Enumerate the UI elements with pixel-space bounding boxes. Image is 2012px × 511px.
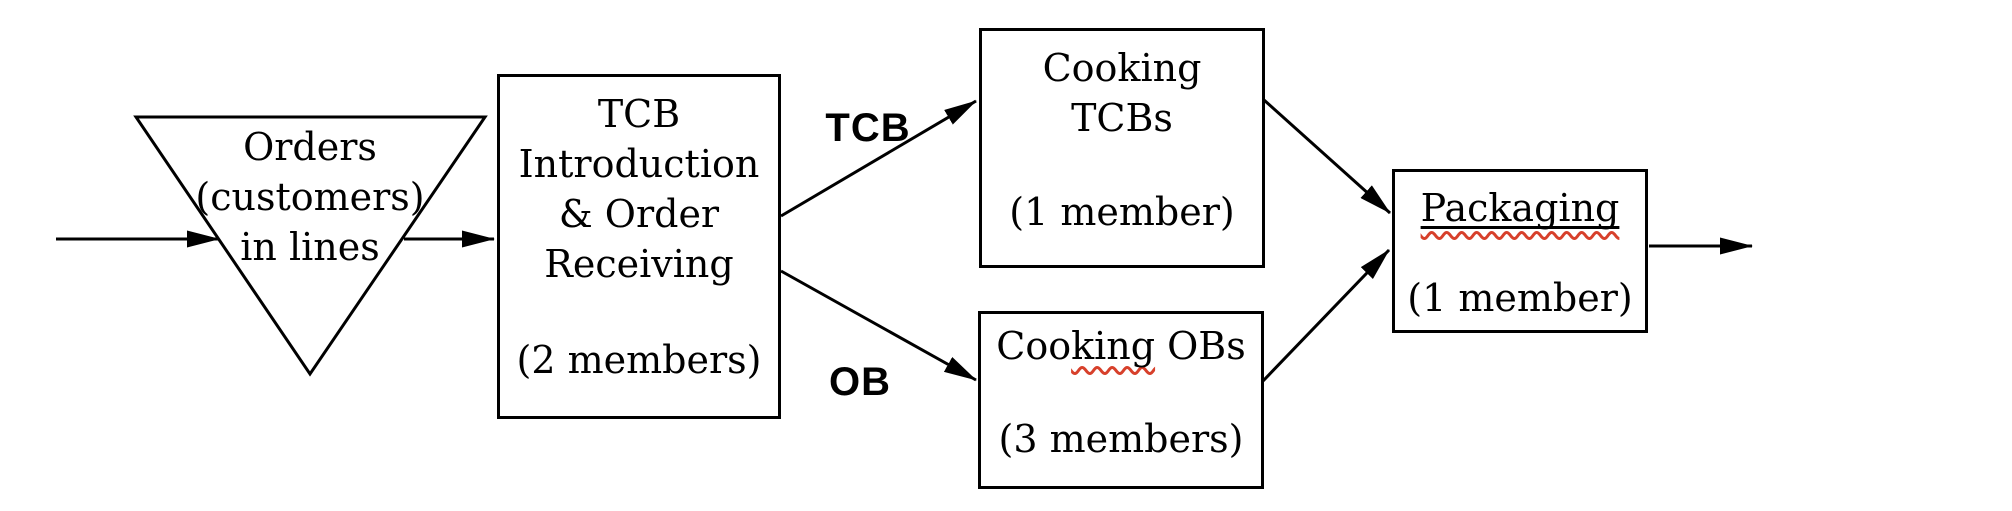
tcb-branch-label: TCB bbox=[825, 106, 911, 150]
order-receiving-line1: TCB bbox=[597, 92, 681, 136]
orders-queue-line1: Orders bbox=[243, 125, 377, 169]
flow-arrow-tcb-branch bbox=[780, 99, 977, 218]
cooking-obs-title-part1: Coo bbox=[996, 324, 1072, 368]
cooking-tcbs-line1: Cooking bbox=[1042, 46, 1202, 90]
orders-queue-label: Orders (customers) in lines bbox=[140, 122, 480, 272]
packaging-box: Packaging (1 member) bbox=[1392, 169, 1648, 333]
cooking-obs-members: (3 members) bbox=[998, 417, 1244, 461]
cooking-tcbs-box: Cooking TCBs (1 member) bbox=[979, 28, 1265, 268]
spacer bbox=[1395, 233, 1645, 273]
flow-arrow-tcbs-to-packaging bbox=[1262, 98, 1392, 215]
ob-branch-label: OB bbox=[829, 360, 891, 404]
flow-arrow-obs-to-packaging bbox=[1261, 248, 1391, 383]
cooking-obs-title: Cooking OBs bbox=[996, 321, 1246, 371]
spacer bbox=[500, 289, 778, 335]
cooking-obs-misspelled-segment: king bbox=[1071, 324, 1156, 368]
orders-queue-triangle bbox=[133, 115, 488, 377]
order-receiving-members: (2 members) bbox=[516, 338, 762, 382]
cooking-obs-title-part2: OBs bbox=[1155, 324, 1246, 368]
orders-queue-line3: in lines bbox=[240, 225, 380, 269]
cooking-obs-box: Cooking OBs (3 members) bbox=[978, 311, 1264, 489]
order-receiving-line2: Introduction bbox=[518, 142, 760, 186]
cooking-tcbs-line2: TCBs bbox=[1071, 96, 1173, 140]
order-receiving-box: TCB Introduction & Order Receiving (2 me… bbox=[497, 74, 781, 419]
order-receiving-line4: Receiving bbox=[544, 242, 734, 286]
flow-arrow-ob-branch bbox=[780, 269, 977, 382]
spacer bbox=[981, 371, 1261, 414]
packaging-title-text: Packaging bbox=[1420, 186, 1620, 230]
spacer bbox=[982, 143, 1262, 187]
order-receiving-line3: & Order bbox=[558, 192, 720, 236]
packaging-members: (1 member) bbox=[1407, 276, 1633, 320]
orders-queue-line2: (customers) bbox=[195, 175, 425, 219]
cooking-tcbs-members: (1 member) bbox=[1009, 190, 1235, 234]
packaging-title: Packaging bbox=[1421, 183, 1620, 233]
